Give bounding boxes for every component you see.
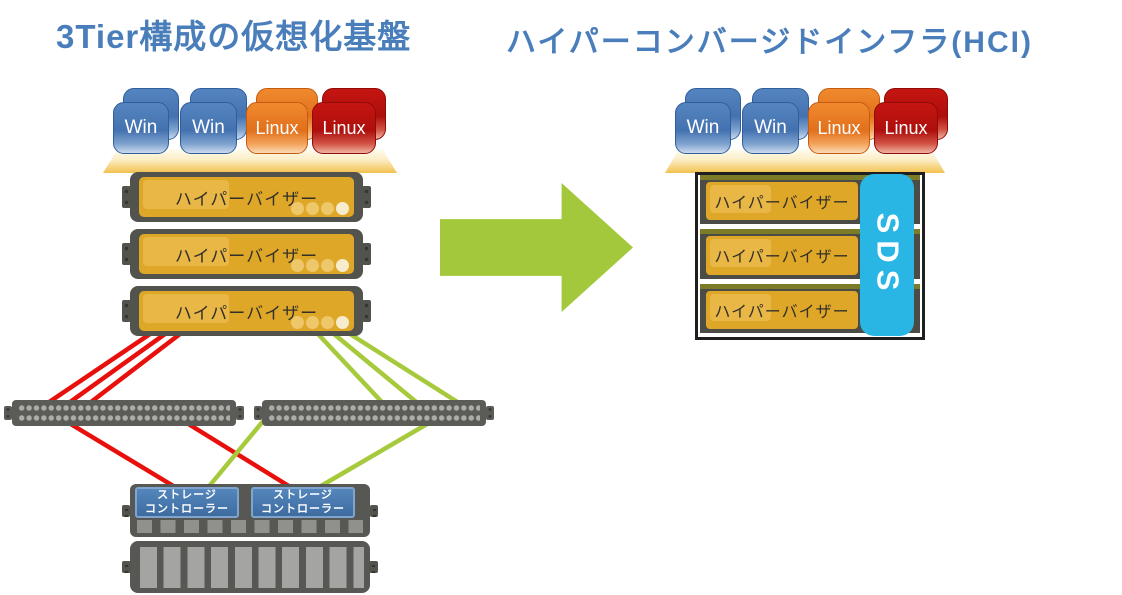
hypervisor-label: ハイパーバイザー (174, 303, 319, 323)
rack-ear (122, 186, 131, 208)
sds-label: SDS (870, 212, 905, 298)
disk-bars (140, 547, 364, 588)
rack-ear (122, 505, 130, 517)
storage-controller-chassis: ストレージ コントローラー ストレージ コントローラー (122, 484, 378, 537)
storage-controller-1: ストレージ コントローラー (135, 487, 239, 518)
server-panel: ハイパーバイザー (706, 236, 858, 275)
diagram-title-3tier: 3Tier構成の仮想化基盤 (56, 18, 412, 55)
vm-card-win: Win (180, 102, 237, 154)
hypervisor-label: ハイパーバイザー (714, 195, 850, 213)
vm-card-win: Win (675, 102, 731, 154)
rack-ear (369, 561, 378, 573)
vm-card-linux: Linux (246, 102, 308, 154)
status-lights (291, 316, 349, 329)
hypervisor-label: ハイパーバイザー (174, 246, 319, 266)
vm-group-left: Win Win Win Win Linux Linux Linux Linux (113, 88, 386, 154)
hci-node-1: ハイパーバイザー (700, 175, 920, 225)
diagram-title-hci: ハイパーコンバージドインフラ(HCI) (506, 26, 1033, 59)
rack-ear (362, 186, 371, 208)
hypervisor-server-1: ハイパーバイザー (122, 172, 371, 222)
sds-bar: SDS (860, 174, 914, 336)
rack-ear (370, 505, 378, 517)
rack-ear (4, 406, 12, 420)
server-panel: ハイパーバイザー (706, 182, 858, 221)
hypervisor-label: ハイパーバイザー (714, 249, 850, 267)
switch-ports (268, 403, 480, 423)
vm-card-win: Win (113, 102, 169, 154)
server-panel: ハイパーバイザー (139, 234, 354, 274)
storage-controller-2: ストレージ コントローラー (251, 487, 355, 518)
vm-card-linux: Linux (808, 102, 870, 154)
rack-ear (122, 300, 131, 322)
hypervisor-label: ハイパーバイザー (174, 189, 319, 209)
rack-ear (362, 243, 371, 265)
rack-ear (122, 243, 131, 265)
status-lights (291, 202, 349, 215)
vm-card-linux: Linux (874, 102, 938, 154)
green-cable-4 (204, 418, 266, 492)
server-panel: ハイパーバイザー (706, 290, 858, 329)
rack-ear (122, 561, 131, 573)
rack-ear (486, 406, 494, 420)
server-panel: ハイパーバイザー (139, 291, 354, 331)
hypervisor-server-2: ハイパーバイザー (122, 229, 371, 279)
vm-group-right: Win Win Win Win Linux Linux Linux Linux (675, 88, 948, 154)
rack-ear (254, 406, 262, 420)
vm-card-linux: Linux (312, 102, 376, 154)
switch-ports (18, 403, 230, 423)
red-cable-4 (62, 418, 182, 492)
disk-shelf (122, 541, 378, 593)
green-cable-5 (312, 418, 436, 492)
hypervisor-label: ハイパーバイザー (714, 303, 850, 321)
rack-ear (362, 300, 371, 322)
disk-slots (137, 520, 363, 533)
vm-card-win: Win (742, 102, 799, 154)
hypervisor-server-3: ハイパーバイザー (122, 286, 371, 336)
server-panel: ハイパーバイザー (139, 177, 354, 217)
status-lights (291, 259, 349, 272)
network-switch-right (254, 400, 494, 426)
rack-ear (236, 406, 244, 420)
network-switch-left (4, 400, 244, 426)
